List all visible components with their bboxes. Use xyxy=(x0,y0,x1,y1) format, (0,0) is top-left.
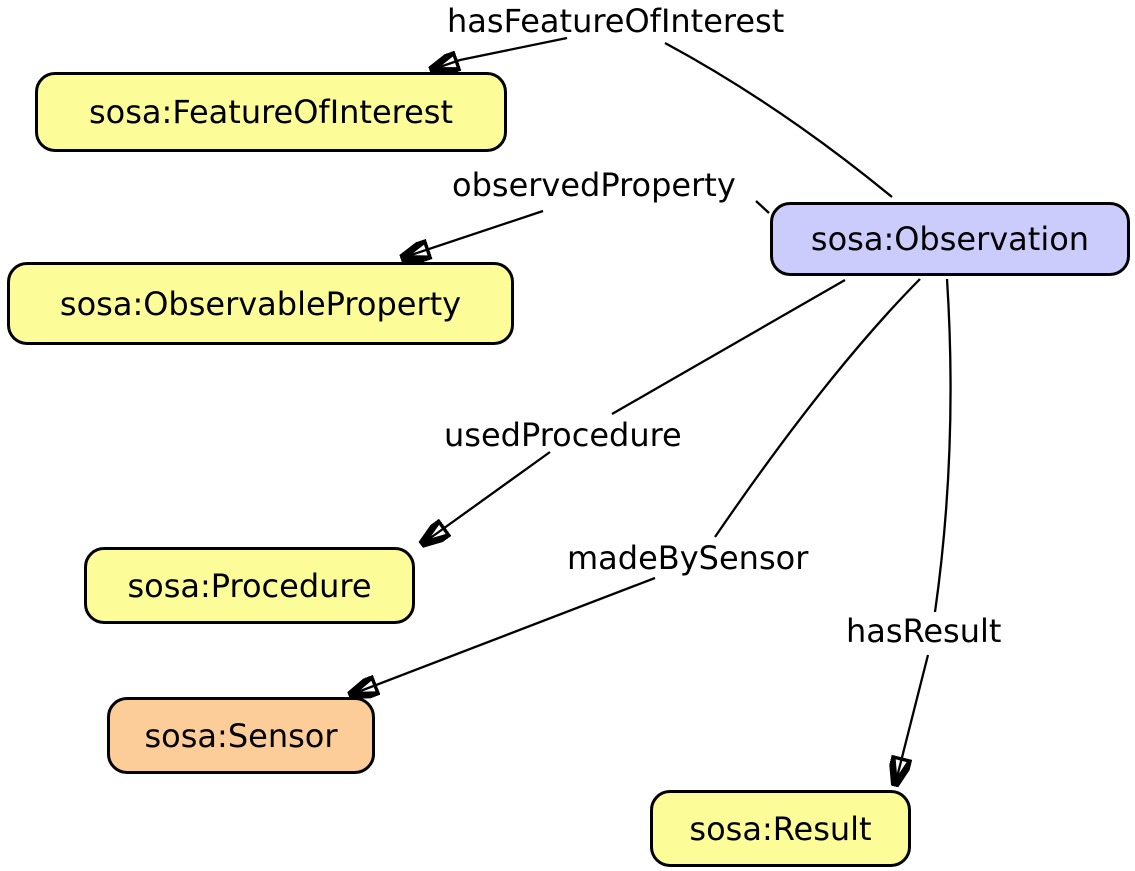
edge-label-has-result: hasResult xyxy=(846,612,1002,650)
edge-label-observed-property: observedProperty xyxy=(452,166,736,204)
edge-used-procedure-arrow-segment xyxy=(422,451,551,544)
edge-made-by-sensor-arrow-segment xyxy=(350,576,656,695)
edge-label-used-procedure: usedProcedure xyxy=(444,416,682,454)
node-sosa-procedure: sosa:Procedure xyxy=(84,547,415,624)
edge-label-has-feature-of-interest: hasFeatureOfInterest xyxy=(447,2,785,40)
edge-made-by-sensor-segment xyxy=(714,278,921,538)
node-sosa-observation: sosa:Observation xyxy=(770,202,1130,276)
edge-label-made-by-sensor: madeBySensor xyxy=(567,539,809,577)
node-sosa-observable-property: sosa:ObservableProperty xyxy=(7,262,514,345)
node-sosa-result: sosa:Result xyxy=(650,790,911,867)
edge-has-result-segment xyxy=(933,278,952,613)
node-sosa-sensor: sosa:Sensor xyxy=(107,697,375,774)
edge-observed-property-arrow-segment xyxy=(402,209,544,258)
edge-used-procedure-segment xyxy=(611,279,846,415)
edge-has-feature-of-interest-arrow-segment xyxy=(431,36,568,70)
edge-has-result-arrow-segment xyxy=(895,654,930,785)
node-sosa-feature-of-interest: sosa:FeatureOfInterest xyxy=(35,72,507,152)
edge-observed-property-segment xyxy=(755,200,770,214)
edge-has-feature-of-interest-segment xyxy=(664,41,893,198)
